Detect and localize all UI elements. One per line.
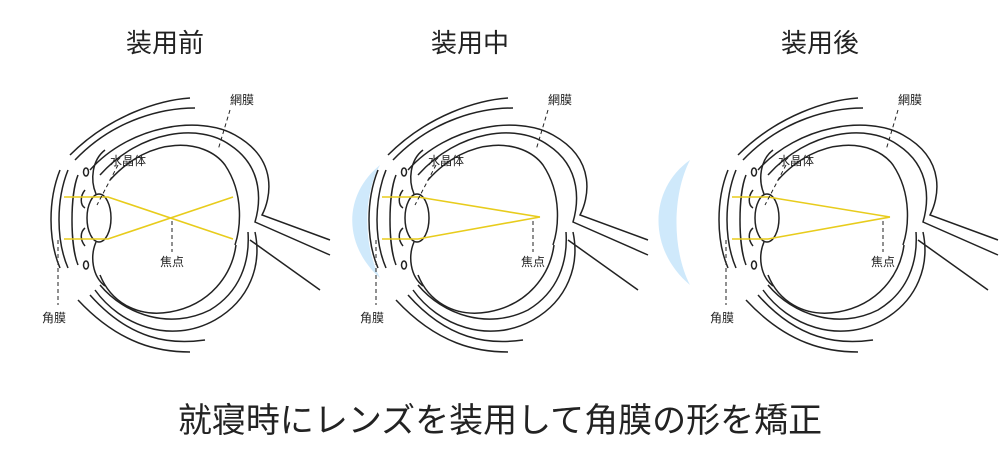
contact-lens [352, 165, 380, 278]
label-cornea: 角膜 [42, 311, 66, 325]
light-ray [732, 216, 891, 240]
label-retina: 網膜 [548, 93, 572, 107]
caption: 就寝時にレンズを装用して角膜の形を矯正 [178, 401, 822, 441]
eye-illustration [718, 97, 999, 353]
panel-title: 装用後 [781, 29, 859, 59]
panel-title: 装用中 [431, 29, 509, 59]
light-ray [382, 196, 541, 218]
label-retina: 網膜 [898, 93, 922, 107]
label-lens: 水晶体 [778, 154, 814, 168]
contact-lens [658, 160, 690, 285]
leader-line [764, 164, 787, 206]
light-ray [64, 196, 234, 240]
panel-title: 装用前 [126, 29, 204, 59]
light-ray [382, 216, 541, 240]
leader-line [96, 164, 119, 206]
label-cornea: 角膜 [710, 311, 734, 325]
eye-illustration [368, 97, 649, 353]
label-retina: 網膜 [230, 93, 254, 107]
leader-line [414, 164, 437, 206]
label-lens: 水晶体 [110, 154, 146, 168]
light-ray [732, 196, 891, 218]
label-focus: 焦点 [160, 255, 184, 269]
label-cornea: 角膜 [360, 311, 384, 325]
label-focus: 焦点 [871, 255, 895, 269]
light-ray [64, 196, 234, 240]
label-focus: 焦点 [521, 255, 545, 269]
label-lens: 水晶体 [428, 154, 464, 168]
